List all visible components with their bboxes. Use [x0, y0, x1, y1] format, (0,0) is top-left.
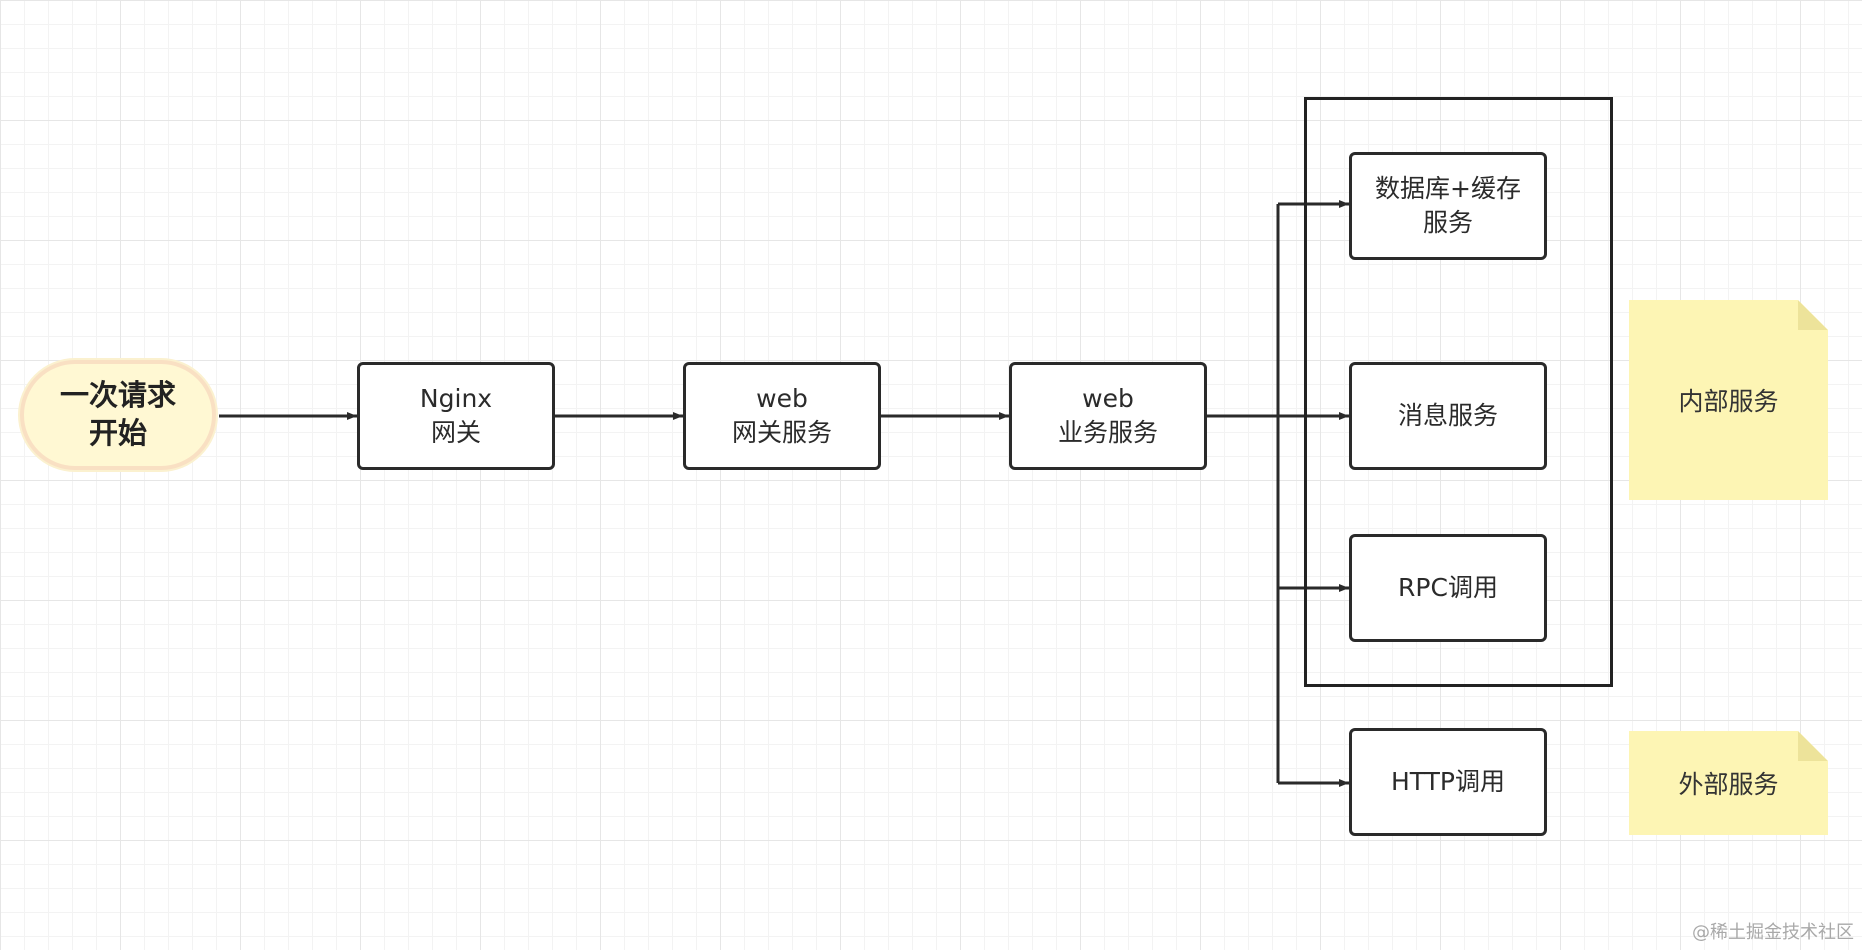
- web-business-node-line2: 业务服务: [1057, 418, 1158, 447]
- internal-services-note[interactable]: 内部服务: [1629, 300, 1828, 500]
- external-services-note[interactable]: 外部服务: [1629, 731, 1828, 835]
- rpc-node-label: RPC调用: [1398, 573, 1498, 603]
- web-gateway-node-line1: web: [756, 384, 808, 414]
- rpc-call-node[interactable]: RPC调用: [1349, 534, 1547, 642]
- internal-services-note-text: 内部服务: [1678, 387, 1779, 416]
- nginx-gateway-node[interactable]: Nginx 网关: [357, 362, 555, 470]
- external-services-note-text: 外部服务: [1678, 770, 1779, 799]
- start-node-line1: 一次请求: [59, 378, 176, 413]
- internal-services-container: [1304, 97, 1613, 687]
- web-gateway-node-line2: 网关服务: [731, 418, 832, 447]
- web-gateway-service-node[interactable]: web 网关服务: [683, 362, 881, 470]
- start-node[interactable]: 一次请求 开始: [20, 360, 216, 470]
- watermark: @稀土掘金技术社区: [1692, 922, 1854, 943]
- db-cache-node-line2: 服务: [1422, 208, 1473, 237]
- http-call-node[interactable]: HTTP调用: [1349, 728, 1547, 836]
- web-business-node-line1: web: [1082, 384, 1134, 414]
- db-cache-node-line1: 数据库+缓存: [1375, 174, 1521, 204]
- db-cache-service-node[interactable]: 数据库+缓存 服务: [1349, 152, 1547, 260]
- message-node-label: 消息服务: [1397, 401, 1498, 431]
- nginx-node-line1: Nginx: [419, 384, 493, 414]
- http-node-label: HTTP调用: [1391, 767, 1505, 797]
- start-node-line2: 开始: [88, 416, 147, 450]
- web-business-service-node[interactable]: web 业务服务: [1009, 362, 1207, 470]
- nginx-node-line2: 网关: [430, 418, 481, 447]
- message-service-node[interactable]: 消息服务: [1349, 362, 1547, 470]
